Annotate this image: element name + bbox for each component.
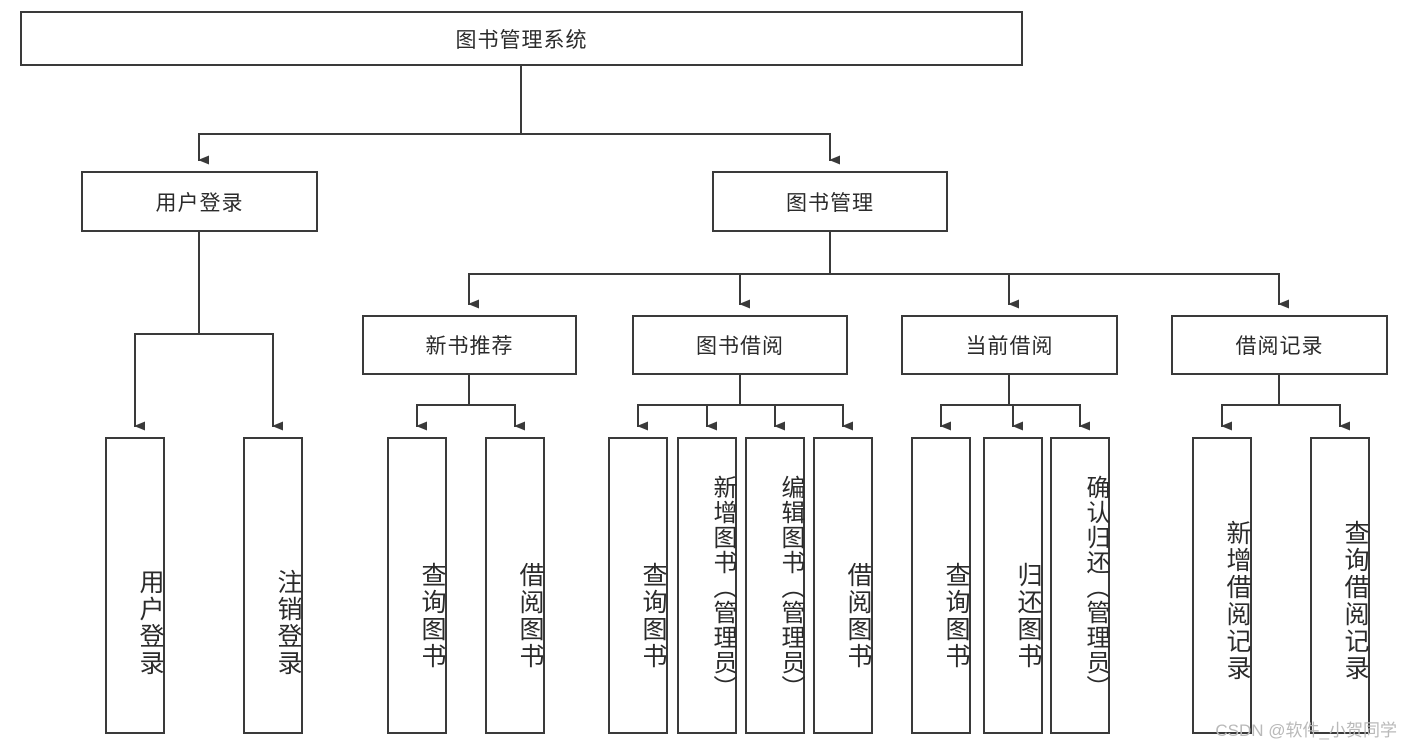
- node-book-borrow[interactable]: 图书借阅: [632, 315, 848, 375]
- node-leaf-query-book-2[interactable]: 查询图书: [608, 437, 668, 734]
- node-new-book-recommend[interactable]: 新书推荐: [362, 315, 577, 375]
- node-current-borrow[interactable]: 当前借阅: [901, 315, 1118, 375]
- node-leaf-edit-book[interactable]: 编辑图书（管理员）: [745, 437, 805, 734]
- node-leaf-add-book[interactable]: 新增图书（管理员）: [677, 437, 737, 734]
- node-leaf-query-borrow-record[interactable]: 查询借阅记录: [1310, 437, 1370, 734]
- node-book-management[interactable]: 图书管理: [712, 171, 948, 232]
- node-leaf-borrow-book-2[interactable]: 借阅图书: [813, 437, 873, 734]
- node-leaf-confirm-return[interactable]: 确认归还（管理员）: [1050, 437, 1110, 734]
- node-borrow-record[interactable]: 借阅记录: [1171, 315, 1388, 375]
- node-leaf-user-login[interactable]: 用户登录: [105, 437, 165, 734]
- node-user-login[interactable]: 用户登录: [81, 171, 318, 232]
- csdn-watermark: CSDN @软件_小贺同学: [1215, 721, 1397, 740]
- node-leaf-add-borrow-record[interactable]: 新增借阅记录: [1192, 437, 1252, 734]
- node-leaf-query-book-3[interactable]: 查询图书: [911, 437, 971, 734]
- node-leaf-borrow-book-1[interactable]: 借阅图书: [485, 437, 545, 734]
- node-leaf-return-book[interactable]: 归还图书: [983, 437, 1043, 734]
- node-root[interactable]: 图书管理系统: [20, 11, 1023, 66]
- node-leaf-query-book-1[interactable]: 查询图书: [387, 437, 447, 734]
- node-leaf-logout[interactable]: 注销登录: [243, 437, 303, 734]
